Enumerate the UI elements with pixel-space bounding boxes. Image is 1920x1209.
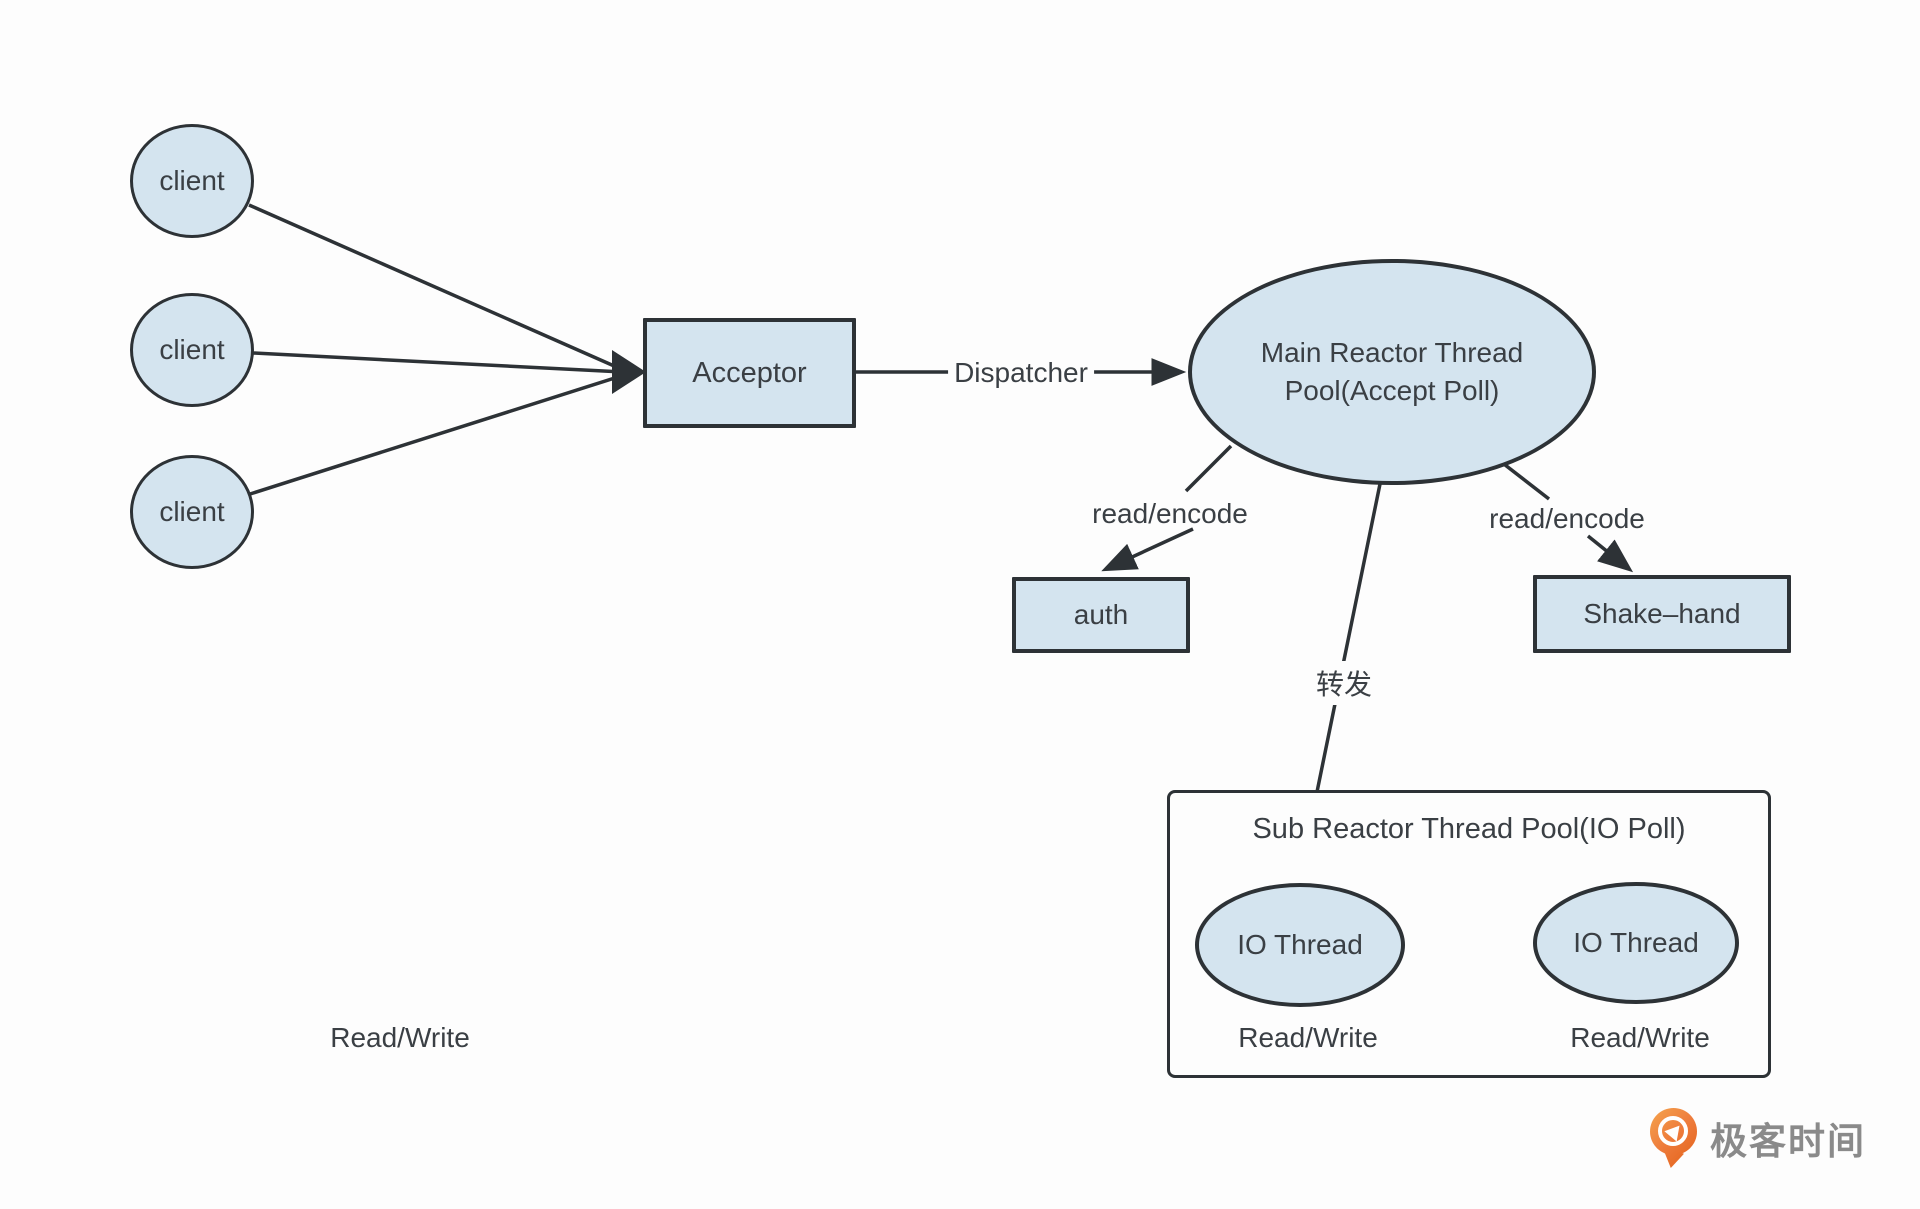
read-encode-right-label: read/encode bbox=[1489, 503, 1645, 534]
acceptor-arrowhead bbox=[612, 350, 646, 394]
io-thread-node-2: IO Thread bbox=[1533, 882, 1739, 1004]
read-write-note: Read/Write bbox=[330, 1022, 470, 1053]
io-thread-caption-2: Read/Write bbox=[1570, 1022, 1710, 1053]
client2-acceptor-line bbox=[252, 351, 624, 374]
client1-acceptor-line bbox=[248, 203, 622, 371]
shake-hand-label: Shake–hand bbox=[1583, 598, 1741, 629]
client-node-3: client bbox=[130, 455, 254, 569]
client3-acceptor-line bbox=[249, 374, 622, 496]
auth-label: auth bbox=[1073, 599, 1129, 630]
readencode-to-auth-arrow bbox=[1101, 527, 1194, 572]
client-node-2: client bbox=[130, 293, 254, 407]
client-label: client bbox=[159, 334, 225, 365]
io-thread-label: IO Thread bbox=[1573, 927, 1699, 958]
io-thread-caption-1: Read/Write bbox=[1238, 1022, 1378, 1053]
sub-reactor-title: Sub Reactor Thread Pool(IO Poll) bbox=[1252, 813, 1686, 845]
geektime-logo-text: 极客时间 bbox=[1710, 1121, 1866, 1162]
io-thread-label: IO Thread bbox=[1237, 929, 1363, 960]
reactor-to-readencode-right-stub bbox=[1498, 459, 1551, 501]
acceptor-node: Acceptor bbox=[643, 318, 856, 428]
geektime-logo: 极客时间 bbox=[1650, 1108, 1866, 1168]
main-reactor-node: Main Reactor Thread Pool(Accept Poll) bbox=[1188, 259, 1596, 485]
client-label: client bbox=[159, 165, 225, 196]
shake-hand-node: Shake–hand bbox=[1533, 575, 1791, 653]
readencode-to-shakehand-arrow bbox=[1586, 534, 1634, 573]
main-reactor-label: Main Reactor Thread Pool(Accept Poll) bbox=[1260, 337, 1524, 406]
read-encode-left-label: read/encode bbox=[1092, 498, 1248, 529]
forward-label: 转发 bbox=[1309, 661, 1379, 705]
geektime-logo-icon bbox=[1650, 1108, 1698, 1168]
reactor-to-readencode-left-stub bbox=[1184, 444, 1233, 493]
dispatcher-label: Dispatcher bbox=[948, 355, 1094, 391]
auth-node: auth bbox=[1012, 577, 1190, 653]
client-label: client bbox=[159, 496, 225, 527]
logo-pin-ring bbox=[1658, 1116, 1688, 1146]
io-thread-node-1: IO Thread bbox=[1195, 883, 1405, 1007]
client-node-1: client bbox=[130, 124, 254, 238]
acceptor-label: Acceptor bbox=[692, 356, 807, 389]
